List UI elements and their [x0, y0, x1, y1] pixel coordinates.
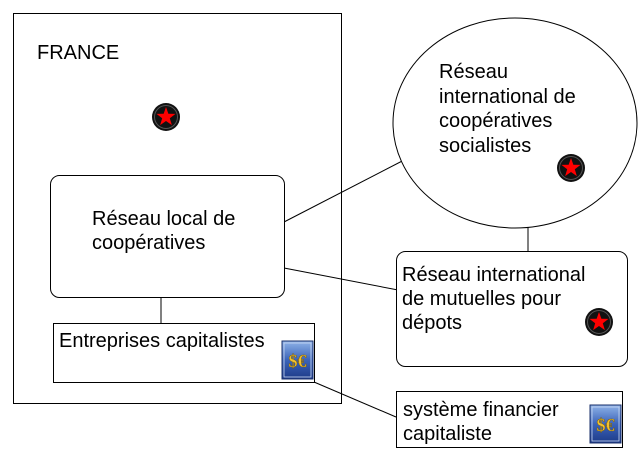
local-network-box — [50, 175, 285, 298]
connector-companies-to-financial — [313, 381, 397, 418]
mutuals-label: Réseau international de mutuelles pour d… — [402, 263, 585, 335]
red-star-icon — [585, 308, 613, 336]
mutuals-line1: Réseau international — [402, 264, 586, 286]
currency-icon: $€ — [589, 404, 622, 444]
mutuals-line2: de mutuelles pour — [402, 288, 561, 310]
local-network-label: Réseau local de coopératives — [92, 207, 235, 255]
local-network-line1: Réseau local de — [92, 208, 236, 230]
currency-glyph: $€ — [289, 351, 307, 371]
france-label: FRANCE — [37, 42, 120, 64]
connector-local-to-socialist — [283, 157, 409, 223]
currency-glyph: $€ — [597, 415, 615, 435]
financial-system-label: système financier capitaliste — [403, 398, 559, 446]
financial-system-box — [396, 391, 623, 448]
red-star-icon — [557, 154, 585, 182]
france-box — [13, 13, 342, 404]
mutuals-line3: dépots — [402, 312, 463, 334]
socialist-network-label: Réseau international de coopératives soc… — [439, 60, 576, 158]
socialist-network-line2: international de — [439, 85, 576, 108]
local-network-line2: coopératives — [92, 232, 206, 254]
socialist-network-line1: Réseau — [439, 61, 508, 83]
socialist-network-line4: socialistes — [439, 134, 532, 157]
mutuals-box — [396, 251, 628, 367]
financial-system-line2: capitaliste — [403, 423, 492, 445]
financial-system-line1: système financier — [403, 399, 559, 421]
red-star-icon — [152, 103, 180, 131]
socialist-network-line3: coopératives — [439, 110, 553, 132]
capitalist-companies-label: Entreprises capitalistes — [59, 330, 265, 352]
capitalist-companies-box — [53, 323, 315, 383]
currency-icon: $€ — [281, 340, 314, 380]
